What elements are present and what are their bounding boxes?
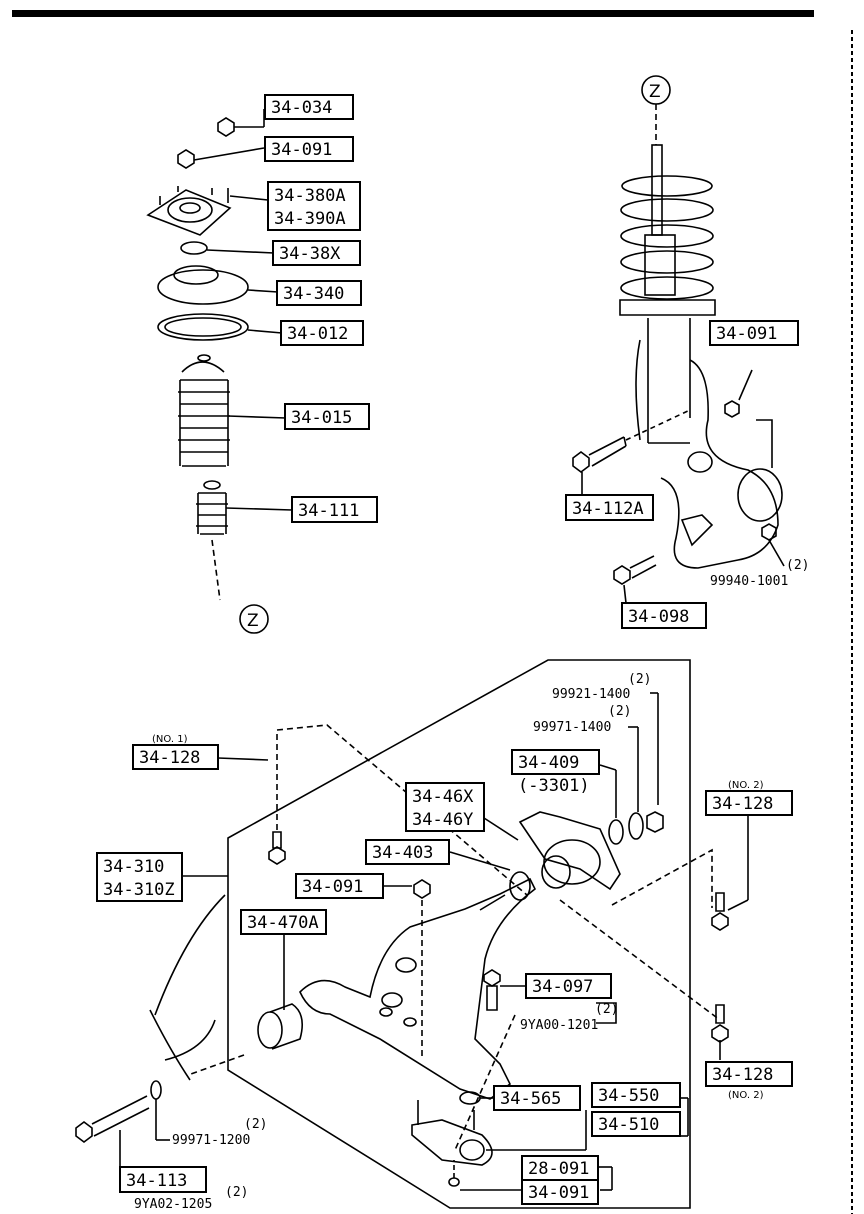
bolt-part bbox=[711, 892, 729, 931]
connector-z-bottom: Z bbox=[247, 611, 259, 631]
callout-34-403: 34-403 bbox=[372, 843, 433, 863]
qty-9ya00: (2) bbox=[595, 1002, 618, 1017]
callout-34-38x: 34-38X bbox=[279, 244, 341, 264]
part-99940-1001: 99940-1001 bbox=[710, 574, 788, 589]
callout-34-310: 34-310 bbox=[103, 857, 164, 877]
dust-boot-part bbox=[178, 354, 230, 467]
qty-99971-bottom: (2) bbox=[244, 1117, 267, 1132]
part-99971-1400: 99971-1400 bbox=[533, 720, 611, 735]
no2-tag-bottom: (NO. 2) bbox=[728, 1090, 764, 1101]
nut-part bbox=[217, 117, 235, 137]
callout-34-409: 34-409 bbox=[518, 753, 579, 773]
front-bushing-part bbox=[257, 1003, 303, 1050]
connector-z-top: Z bbox=[649, 82, 661, 102]
lower-control-arm-part bbox=[299, 877, 537, 1100]
rubber-seat-part bbox=[157, 313, 249, 341]
callout-34-098: 34-098 bbox=[628, 607, 689, 627]
part-99921-1400: 99921-1400 bbox=[552, 687, 630, 702]
control-arm-assembly bbox=[75, 659, 749, 1209]
callout-34-409-note: (-3301) bbox=[518, 776, 590, 796]
no2-tag-top: (NO. 2) bbox=[728, 780, 764, 791]
bolt-part bbox=[572, 436, 627, 473]
strut-mount-assembly bbox=[146, 109, 293, 634]
callout-34-111: 34-111 bbox=[298, 501, 359, 521]
nut-part bbox=[724, 400, 740, 418]
callout-34-091-strut: 34-091 bbox=[716, 324, 777, 344]
washer-part bbox=[608, 819, 624, 845]
callout-34-091-arm: 34-091 bbox=[302, 877, 363, 897]
callout-34-390a: 34-390A bbox=[274, 209, 346, 229]
callout-34-128-no2-top: 34-128 bbox=[712, 794, 773, 814]
top-border-bar bbox=[12, 10, 814, 17]
callout-34-565: 34-565 bbox=[500, 1089, 561, 1109]
bump-stop-part bbox=[196, 480, 228, 535]
assembly-boundary bbox=[227, 659, 691, 1209]
callout-34-128-no1: 34-128 bbox=[139, 748, 200, 768]
nut-part bbox=[177, 149, 195, 169]
part-9ya02-1205: 9YA02-1205 bbox=[134, 1197, 212, 1212]
callout-34-46x: 34-46X bbox=[412, 787, 474, 807]
washer-part bbox=[150, 1080, 162, 1100]
callout-34-034: 34-034 bbox=[271, 98, 332, 118]
nut-part bbox=[448, 1177, 460, 1187]
part-99971-1200: 99971-1200 bbox=[172, 1133, 250, 1148]
coil-spring-part bbox=[620, 175, 714, 300]
strut-body-part bbox=[647, 318, 691, 444]
spring-seat-part bbox=[157, 269, 249, 305]
callout-34-097: 34-097 bbox=[532, 977, 593, 997]
callout-34-091-nut: 34-091 bbox=[271, 140, 332, 160]
callout-34-470a: 34-470A bbox=[247, 913, 319, 933]
qty-99921: (2) bbox=[628, 672, 651, 687]
strut-knuckle-assembly bbox=[572, 75, 785, 604]
bolt-part bbox=[613, 555, 657, 585]
part-9ya00-1201: 9YA00-1201 bbox=[520, 1018, 598, 1033]
bolt-part bbox=[711, 1004, 729, 1043]
callout-34-310z: 34-310Z bbox=[103, 880, 175, 900]
callout-34-113: 34-113 bbox=[126, 1171, 187, 1191]
strut-mount-part bbox=[146, 189, 232, 236]
callout-34-550: 34-550 bbox=[598, 1086, 659, 1106]
qty-99971-top: (2) bbox=[608, 704, 631, 719]
washer-part bbox=[628, 812, 644, 840]
subframe-part bbox=[149, 894, 226, 1081]
bolt-part bbox=[268, 831, 286, 865]
callout-34-012: 34-012 bbox=[287, 324, 348, 344]
bushing-bracket-part bbox=[518, 811, 621, 891]
callout-34-380a: 34-380A bbox=[274, 186, 346, 206]
nut-part bbox=[646, 811, 664, 833]
nut-part bbox=[761, 523, 777, 541]
callout-34-340: 34-340 bbox=[283, 284, 344, 304]
qty-99940: (2) bbox=[786, 558, 809, 573]
label-boxes bbox=[96, 94, 799, 1205]
bolt-part bbox=[75, 1095, 150, 1143]
callout-34-015: 34-015 bbox=[291, 408, 352, 428]
callout-34-128-no2-bottom: 34-128 bbox=[712, 1065, 773, 1085]
no1-tag: (NO. 1) bbox=[152, 734, 188, 745]
qty-9ya02: (2) bbox=[225, 1185, 248, 1200]
callout-34-510: 34-510 bbox=[598, 1115, 659, 1135]
ball-joint-part bbox=[411, 1091, 493, 1166]
callout-34-46y: 34-46Y bbox=[412, 810, 473, 830]
rubber-bushing-part bbox=[509, 871, 531, 901]
callout-28-091: 28-091 bbox=[528, 1159, 589, 1179]
callout-34-112a: 34-112A bbox=[572, 499, 644, 519]
washer-part bbox=[180, 241, 208, 255]
callout-34-091-joint: 34-091 bbox=[528, 1183, 589, 1203]
bolt-part bbox=[483, 969, 501, 1011]
nut-part bbox=[413, 879, 431, 899]
